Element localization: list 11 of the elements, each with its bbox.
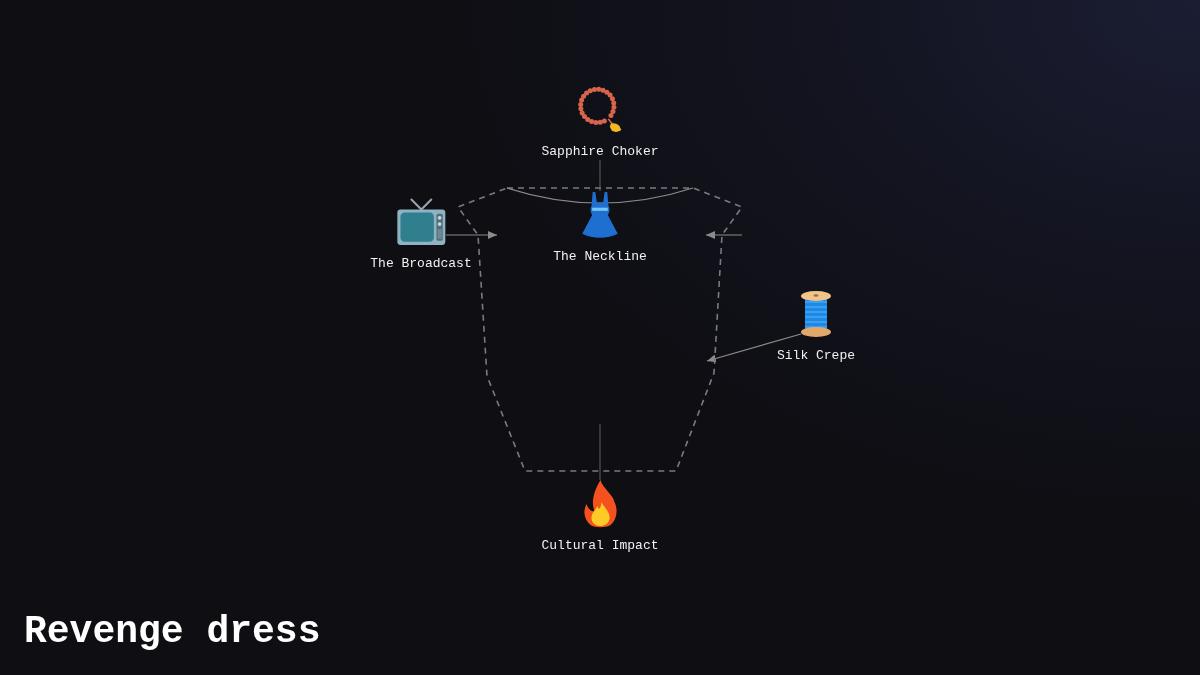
node-label: Sapphire Choker xyxy=(541,144,659,160)
leader-line xyxy=(599,159,601,192)
arrow xyxy=(706,333,802,363)
leader-line xyxy=(599,423,601,481)
node-label: Cultural Impact xyxy=(541,538,659,554)
node-label: Silk Crepe xyxy=(777,348,855,364)
node-label: The Broadcast xyxy=(370,256,472,272)
node-label: The Neckline xyxy=(553,249,647,265)
arrow xyxy=(445,231,498,239)
arrow xyxy=(705,231,743,239)
diagram-title: Revenge dress xyxy=(24,609,321,655)
